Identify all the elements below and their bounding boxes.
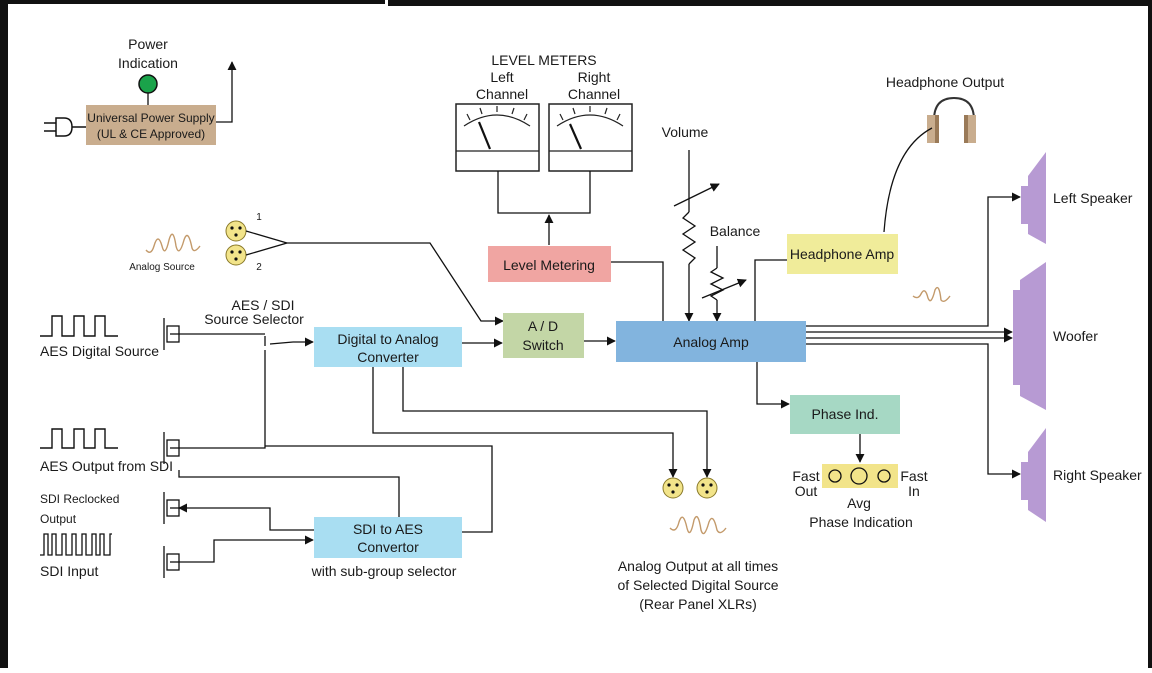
dac-block [314, 327, 462, 367]
analog-xlr-input-2-icon [225, 244, 247, 266]
level-metering-label: Level Metering [503, 257, 595, 273]
balance-label: Balance [710, 223, 761, 239]
fast-out-label-1: Fast [792, 468, 819, 484]
level-meters-title: LEVEL METERS [491, 52, 596, 68]
subgroup-selector-label: with sub-group selector [311, 563, 457, 579]
aes-output-waveform-icon [40, 428, 118, 449]
sdi-reclocked-label-2: Output [40, 512, 77, 526]
sdi-reclocked-label-1: SDI Reclocked [40, 492, 119, 506]
headphone-output-label: Headphone Output [886, 74, 1004, 90]
balance-control-icon [701, 246, 747, 322]
power-output-arrow [216, 61, 237, 123]
dac-to-xlr-wires [372, 367, 712, 478]
source-selector-label-1: AES / SDI [231, 297, 294, 313]
analog-output-caption-2: of Selected Digital Source [617, 577, 778, 593]
phase-indicator-icon [822, 464, 898, 488]
analog-input-1-number: 1 [256, 212, 262, 223]
phase-ind-block [790, 395, 900, 434]
meters-bus-wire [497, 171, 591, 214]
bnc-sdi-reclocked-icon [163, 492, 180, 524]
analog-input-wires [245, 230, 504, 326]
frame-top-right-bar [388, 0, 1152, 6]
volume-control-icon [673, 150, 720, 322]
source-selector-switch-wires [179, 333, 314, 449]
headphones-icon [927, 96, 976, 143]
left-speaker-label: Left Speaker [1053, 190, 1133, 206]
sdi-to-aes-block [314, 517, 462, 558]
analog-input-2-number: 2 [256, 262, 262, 273]
phase-indication-caption: Phase Indication [809, 514, 913, 530]
sdi-input-waveform-icon [40, 533, 112, 556]
right-meter-icon [548, 103, 633, 172]
analog-xlr-input-1-icon [225, 220, 247, 242]
frame-left-border [0, 0, 8, 668]
woofer-label: Woofer [1053, 328, 1098, 344]
power-supply-label-2: (UL & CE Approved) [97, 127, 205, 141]
ad-switch-block [503, 313, 584, 358]
volume-label: Volume [662, 124, 709, 140]
frame-top-left-bar [0, 0, 385, 4]
power-plug-icon [44, 117, 86, 137]
amp-to-speakers-wires [806, 192, 1021, 479]
source-selector-label-2: Source Selector [204, 311, 304, 327]
analog-output-xlr-left-icon [662, 477, 684, 499]
right-speaker-label: Right Speaker [1053, 467, 1142, 483]
aes-digital-source-label: AES Digital Source [40, 343, 159, 359]
power-led-icon [138, 74, 158, 94]
left-channel-label-1: Left [490, 69, 513, 85]
analog-output-caption-3: (Rear Panel XLRs) [639, 596, 757, 612]
headphone-cable [883, 127, 933, 233]
bnc-sdi-input-icon [163, 546, 180, 578]
analog-output-wave-icon [669, 516, 727, 535]
frame-right-border [1148, 0, 1152, 668]
sdi-wires [178, 445, 493, 563]
sdi-input-label: SDI Input [40, 563, 98, 579]
headphone-wave-icon [912, 286, 951, 303]
amp-to-metering-wire [611, 261, 664, 321]
analog-amp-block [616, 321, 806, 362]
amp-to-headphone-wire [754, 259, 787, 321]
amp-to-phase-wire [756, 362, 790, 409]
analog-output-xlr-right-icon [696, 477, 718, 499]
power-indication-label-2: Indication [118, 55, 178, 71]
woofer-icon [1013, 262, 1046, 410]
left-meter-icon [455, 103, 540, 172]
fast-out-label-2: Out [795, 483, 818, 499]
headphone-amp-label: Headphone Amp [790, 246, 895, 262]
analog-source-wave-icon [145, 233, 201, 253]
analog-output-caption-1: Analog Output at all times [618, 558, 778, 574]
power-supply-label-1: Universal Power Supply [87, 111, 214, 125]
ad-switch-label-2: Switch [522, 337, 563, 353]
left-channel-label-2: Channel [476, 86, 528, 102]
sdi-to-aes-label-2: Convertor [357, 539, 419, 555]
dac-label-1: Digital to Analog [337, 331, 438, 347]
ad-switch-label-1: A / D [528, 318, 558, 334]
power-indication-label-1: Power [128, 36, 168, 52]
dac-label-2: Converter [357, 349, 419, 365]
sdi-to-aes-label-1: SDI to AES [353, 521, 423, 537]
left-speaker-icon [1021, 152, 1046, 244]
aes-output-from-sdi-label: AES Output from SDI [40, 458, 173, 474]
right-channel-label-1: Right [578, 69, 611, 85]
fast-in-label-1: Fast [900, 468, 927, 484]
fast-in-label-2: In [908, 483, 920, 499]
headphone-amp-block [787, 234, 898, 274]
right-channel-label-2: Channel [568, 86, 620, 102]
universal-power-supply-box [86, 105, 216, 145]
right-speaker-icon [1021, 428, 1046, 522]
phase-avg-label: Avg [847, 495, 871, 511]
bnc-aes-digital-icon [163, 318, 180, 350]
aes-digital-waveform-icon [40, 315, 118, 337]
analog-amp-label: Analog Amp [673, 334, 749, 350]
analog-source-label: Analog Source [129, 262, 195, 273]
phase-ind-label: Phase Ind. [812, 406, 879, 422]
level-metering-block [488, 246, 611, 282]
